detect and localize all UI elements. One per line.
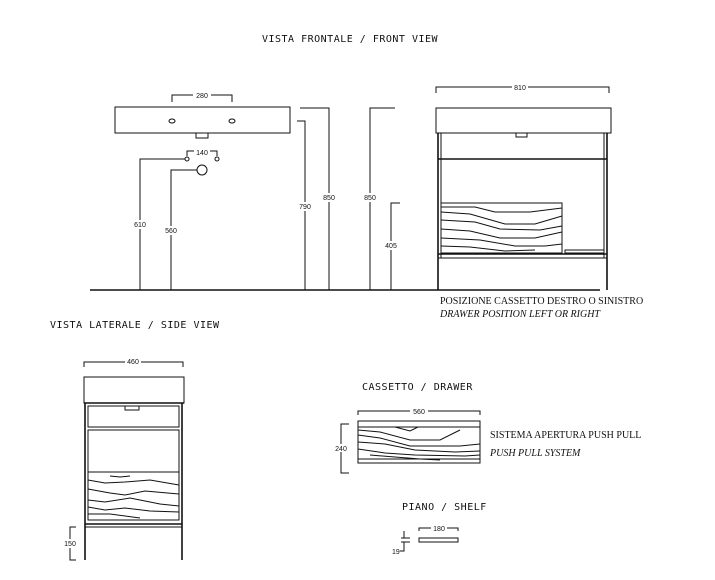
drawer-position-note-en: DRAWER POSITION LEFT OR RIGHT [439,309,601,320]
dim-560: 560 [165,228,177,235]
dim-790: 790 [299,204,311,211]
front-view-title: VISTA FRONTALE / FRONT VIEW [262,34,439,45]
basin-front-view: 280 140 610 560 790 850 850 405 [114,91,400,290]
drawer-position-note-it: POSIZIONE CASSETTO DESTRO O SINISTRO [440,296,643,307]
dim-810: 810 [514,85,526,92]
dim-460: 460 [127,359,139,366]
dim-610: 610 [134,222,146,229]
dim-140: 140 [196,150,208,157]
dim-850-left: 850 [323,195,335,202]
dim-150: 150 [64,541,76,548]
unit-side-view: 460 150 [62,358,185,561]
dim-405: 405 [385,243,397,250]
dim-850-right: 850 [364,195,376,202]
shelf-title: PIANO / SHELF [402,502,487,513]
dim-560-drawer: 560 [413,409,425,416]
shelf-detail: 180 19 [392,524,459,556]
dim-240: 240 [335,446,347,453]
drawer-detail: 560 240 SISTEMA APERTURA PUSH PULL PUSH … [333,407,641,474]
drawer-title: CASSETTO / DRAWER [362,382,473,393]
push-pull-note-en: PUSH PULL SYSTEM [489,448,581,459]
push-pull-note-it: SISTEMA APERTURA PUSH PULL [490,430,641,441]
side-view-title: VISTA LATERALE / SIDE VIEW [50,320,220,331]
dim-19: 19 [392,549,400,556]
dim-280: 280 [196,93,208,100]
dim-180: 180 [433,526,445,533]
unit-front-view: 810 POSIZIONE CASSETTO DESTRO O SINISTRO… [435,83,643,320]
